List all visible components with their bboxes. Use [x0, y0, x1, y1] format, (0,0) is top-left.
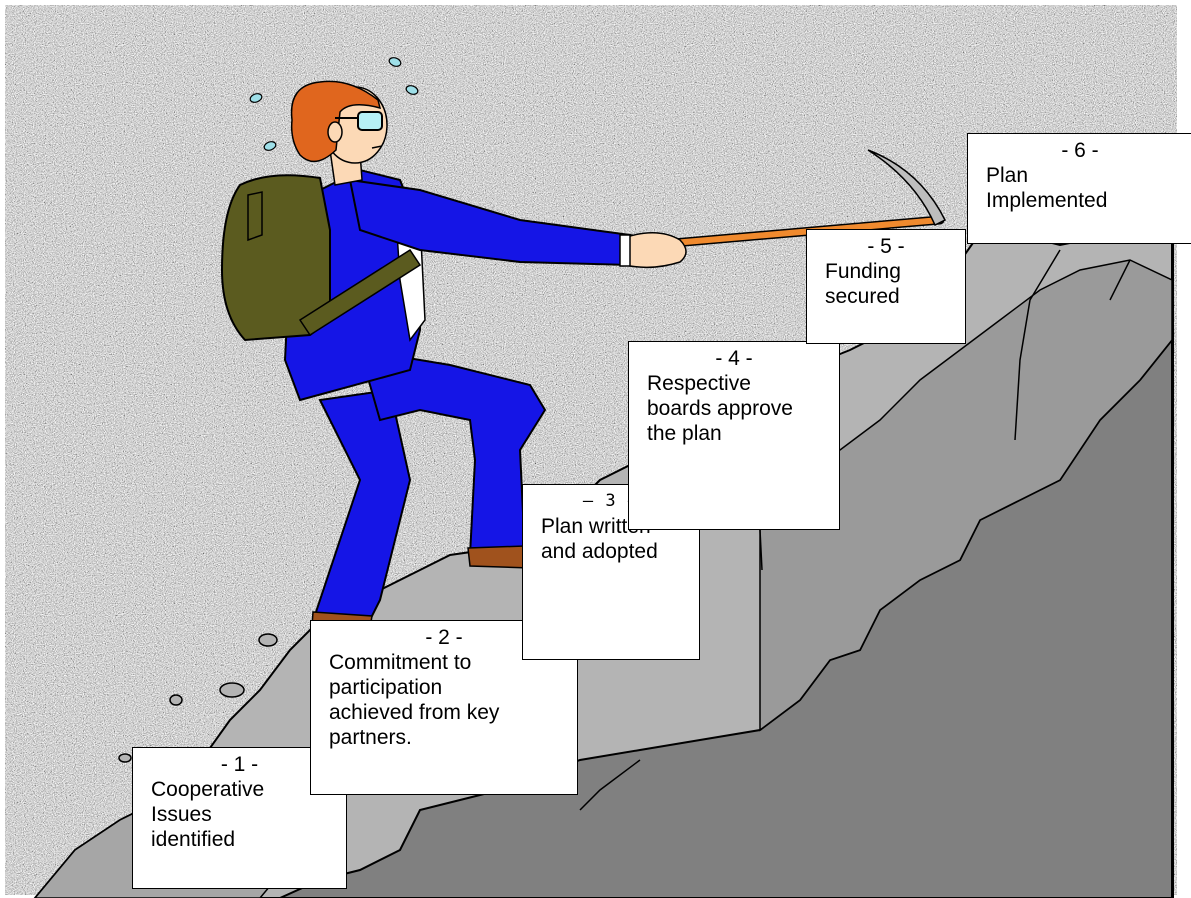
- glasses-icon: [358, 112, 382, 130]
- step-4-label: Respective boards approve the plan: [629, 371, 839, 446]
- climber-front-shoe: [468, 546, 530, 568]
- step-5-box: - 5 - Funding secured: [806, 229, 966, 344]
- step-6-box: - 6 - Plan Implemented: [967, 133, 1191, 244]
- step-6-label: Plan Implemented: [968, 163, 1191, 213]
- step-5-number: - 5 -: [807, 234, 965, 259]
- step-6-number: - 6 -: [968, 138, 1191, 163]
- backpack-strap: [248, 192, 262, 240]
- climber-hand: [630, 233, 686, 268]
- climber-ear: [328, 122, 342, 142]
- step-4-number: - 4 -: [629, 346, 839, 371]
- step-2-label: Commitment to participation achieved fro…: [311, 650, 577, 750]
- step-4-box: - 4 - Respective boards approve the plan: [628, 341, 840, 530]
- step-5-label: Funding secured: [807, 259, 965, 309]
